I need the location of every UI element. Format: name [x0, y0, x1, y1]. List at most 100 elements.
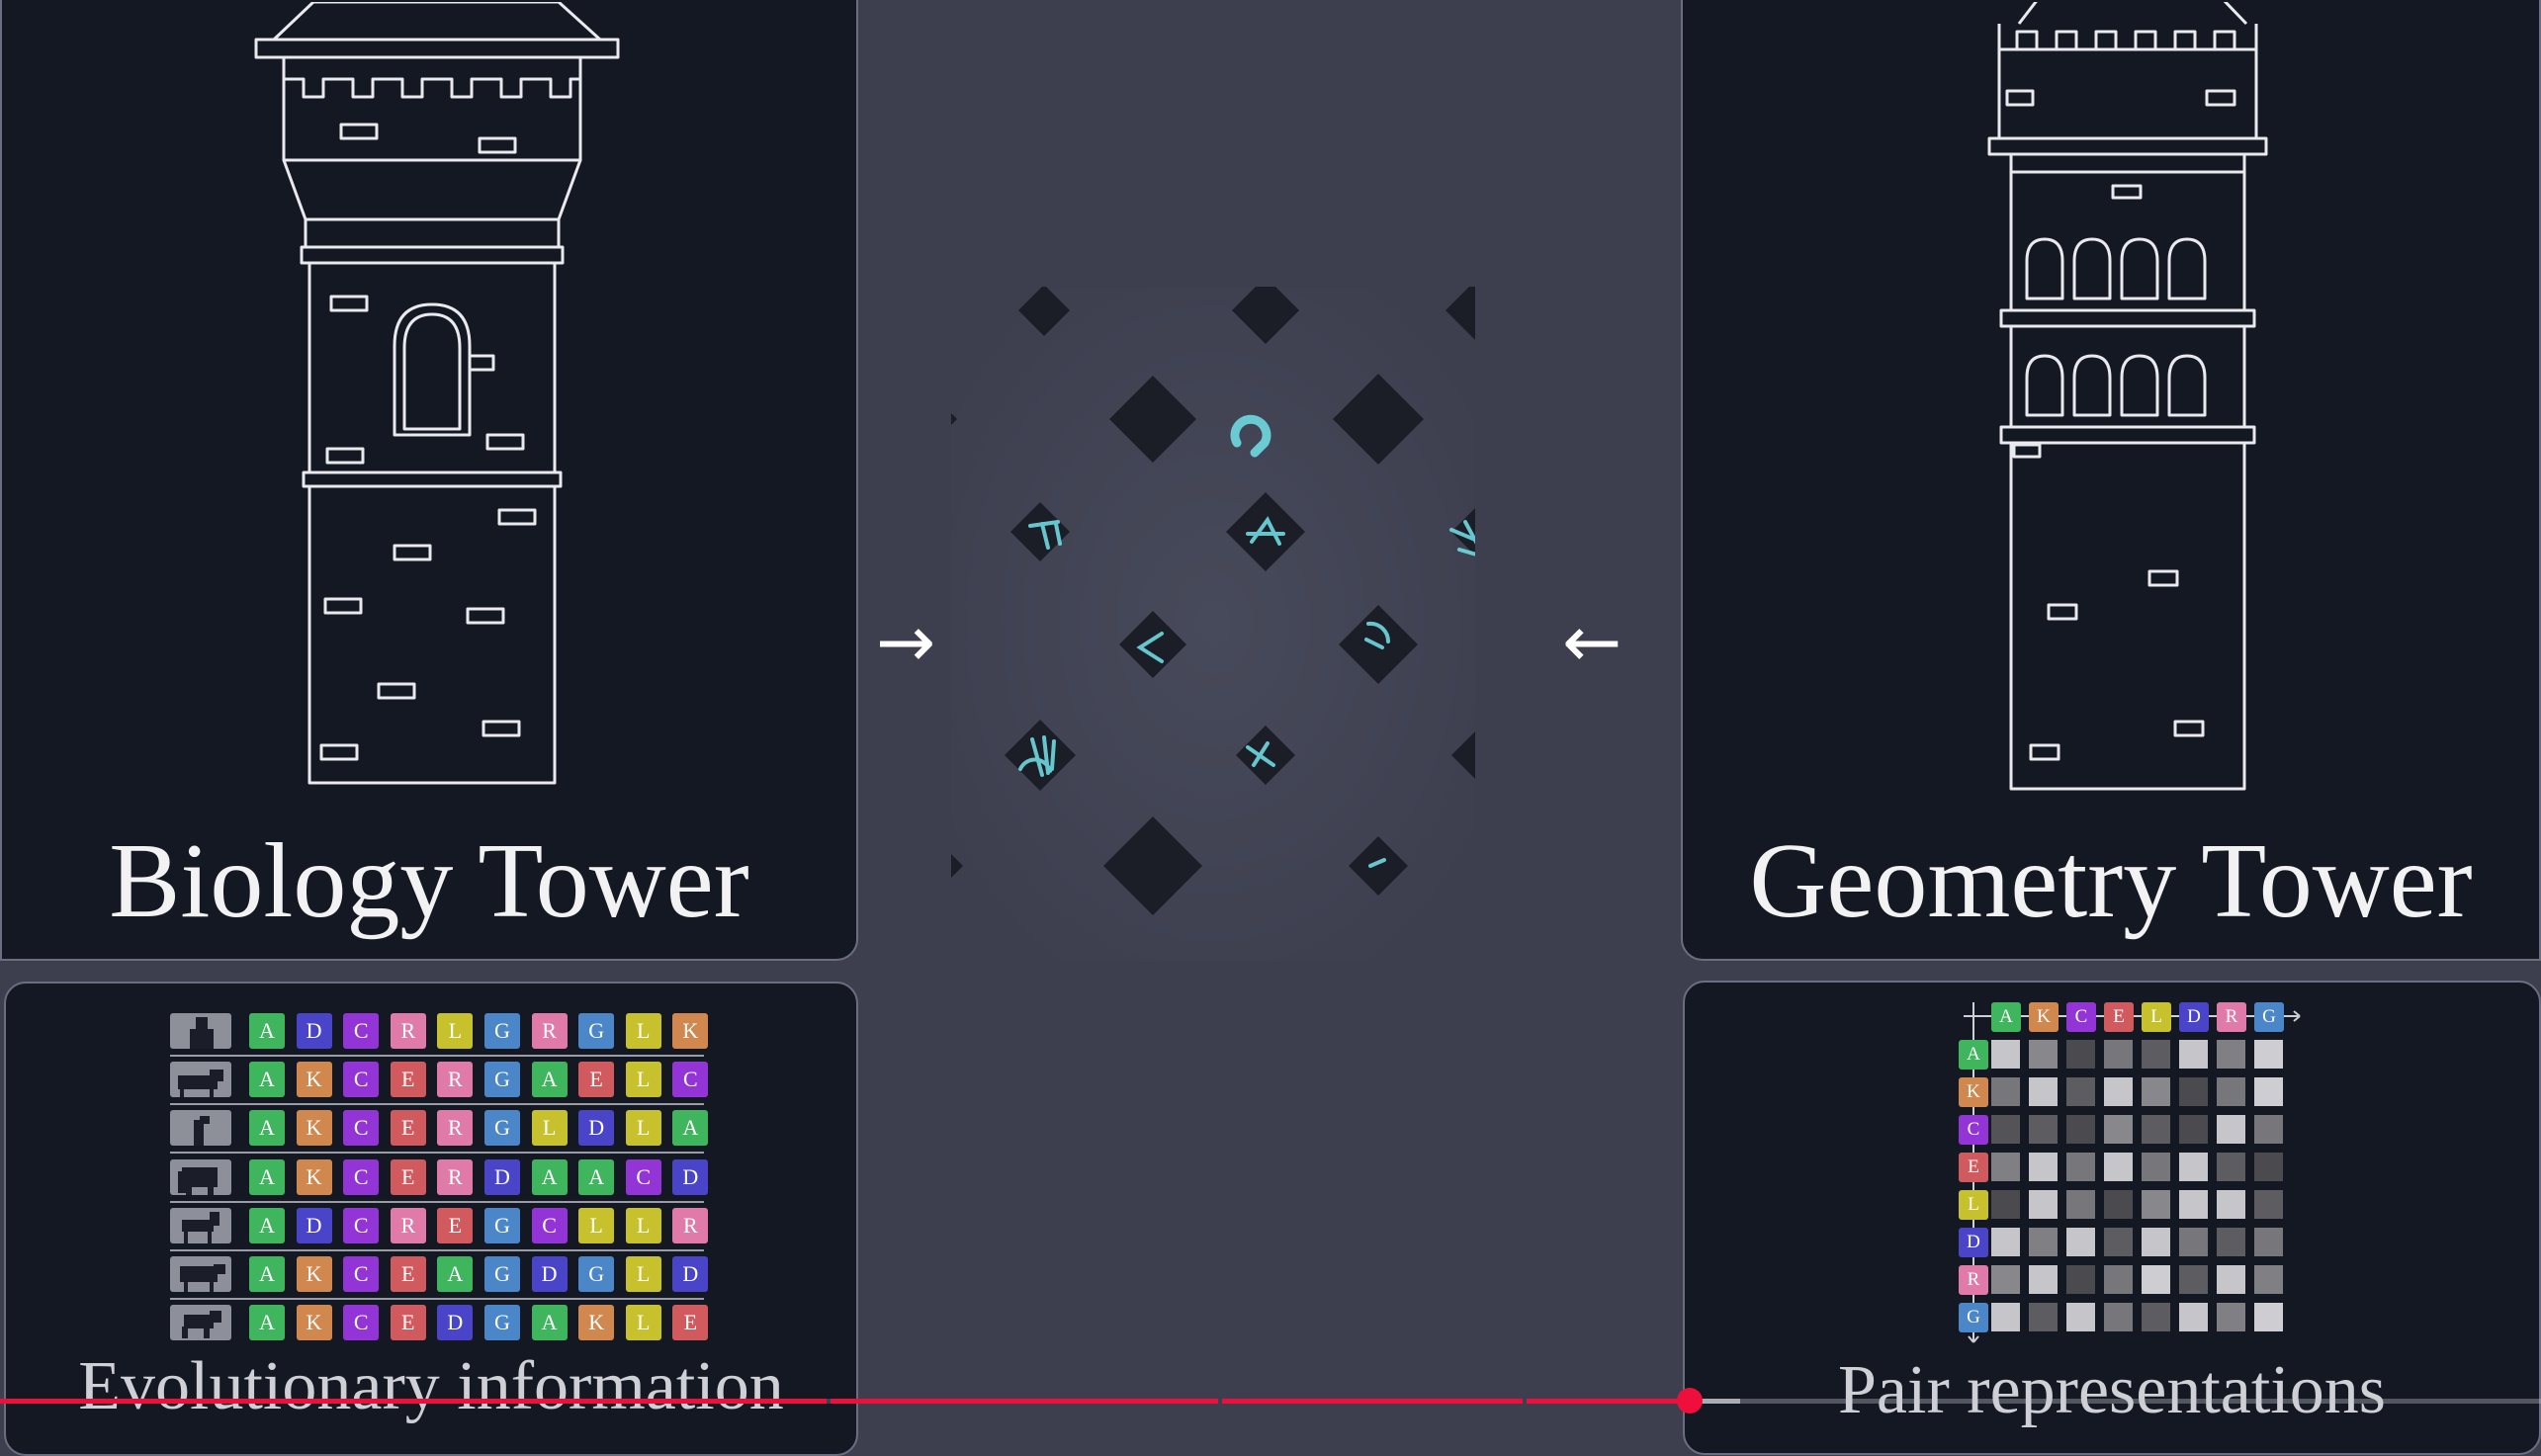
residue-tile: K — [296, 1256, 332, 1292]
residue-tile: K — [296, 1305, 332, 1341]
residue-tile: A — [249, 1062, 285, 1098]
human-icon — [170, 1013, 231, 1049]
pair-cell — [2142, 1153, 2170, 1181]
residue-tile: E — [672, 1305, 709, 1341]
pair-cell — [2029, 1153, 2058, 1181]
pair-cell — [2179, 1190, 2208, 1219]
pair-column-label: K — [2029, 1002, 2059, 1032]
pair-cell — [2179, 1077, 2208, 1106]
residue-tile: C — [343, 1158, 380, 1195]
pair-column-label: C — [2066, 1002, 2096, 1032]
lattice-glow-stroke — [1246, 516, 1285, 546]
residue-tile: C — [343, 1013, 380, 1049]
residue-tile: R — [531, 1013, 568, 1049]
pair-cell — [2104, 1153, 2133, 1181]
msa-row-divider — [170, 1200, 704, 1203]
pair-cell — [2066, 1153, 2095, 1181]
residue-tile: E — [390, 1256, 426, 1292]
pair-row-label: A — [1959, 1040, 1988, 1070]
dog-icon — [170, 1110, 231, 1147]
pair-cell — [2066, 1190, 2095, 1219]
pair-cell — [2029, 1040, 2058, 1069]
residue-tile: D — [531, 1256, 568, 1292]
pair-column-label: L — [2142, 1002, 2171, 1032]
residue-tile: C — [343, 1062, 380, 1098]
pair-cell — [2254, 1077, 2283, 1106]
pair-cell — [2066, 1040, 2095, 1069]
residue-tile: G — [578, 1256, 615, 1292]
lattice-glow-stroke — [1230, 414, 1271, 458]
residue-tile: D — [672, 1158, 709, 1195]
pair-cell — [2254, 1153, 2283, 1181]
residue-tile: E — [390, 1305, 426, 1341]
lattice-diamond — [1451, 508, 1475, 556]
pair-cell — [2066, 1077, 2095, 1106]
pair-cell — [2254, 1190, 2283, 1219]
lattice-diamond — [1574, 836, 1633, 896]
residue-tile: R — [390, 1013, 426, 1049]
residue-tile: L — [437, 1013, 474, 1049]
biology-tower-panel: Biology Tower — [0, 0, 858, 961]
pair-cell — [2217, 1115, 2245, 1144]
residue-tile: A — [249, 1207, 285, 1243]
pair-cell — [2142, 1077, 2170, 1106]
pair-cell — [2066, 1115, 2095, 1144]
msa-row-divider — [170, 1103, 704, 1106]
chapter-marker — [1218, 1399, 1222, 1404]
pair-cell — [2217, 1303, 2245, 1331]
lattice-glow-stroke — [1364, 621, 1391, 649]
residue-tile: R — [437, 1158, 474, 1195]
pair-column-label: D — [2179, 1002, 2209, 1032]
lattice-diamond — [1333, 374, 1424, 465]
msa-row-divider — [170, 1248, 704, 1251]
residue-tile: R — [672, 1207, 709, 1243]
pair-cell — [2254, 1115, 2283, 1144]
video-scrubber-handle[interactable] — [1677, 1388, 1704, 1413]
residue-tile: K — [578, 1305, 615, 1341]
residue-tile: R — [437, 1110, 474, 1147]
geometry-tower-title: Geometry Tower — [1749, 822, 2473, 940]
msa-row-divider — [170, 1055, 704, 1057]
pair-row-label: C — [1959, 1115, 1988, 1145]
pair-cell — [2104, 1265, 2133, 1294]
lattice-glow-stroke — [1018, 735, 1056, 777]
residue-tile: R — [437, 1062, 474, 1098]
pair-cell — [2254, 1303, 2283, 1331]
residue-tile: C — [625, 1158, 661, 1195]
lattice-diamond — [1109, 376, 1196, 463]
pair-cell — [2179, 1115, 2208, 1144]
lattice-glow-stroke — [1246, 741, 1275, 767]
arrow-right-icon: → — [876, 600, 935, 683]
residue-tile: C — [343, 1305, 380, 1341]
lattice-diamond — [951, 413, 957, 425]
protein-lattice-animation: →← — [876, 287, 1633, 961]
biology-tower-drawing — [254, 2, 620, 785]
geometry-tower-drawing — [1987, 2, 2268, 791]
msa-row-divider — [170, 1298, 704, 1300]
pair-cell — [1991, 1115, 2020, 1144]
geometry-tower-panel: Geometry Tower — [1681, 0, 2541, 961]
pair-cell — [2066, 1228, 2095, 1256]
pair-column-label: E — [2104, 1002, 2134, 1032]
pair-row-label: R — [1959, 1265, 1988, 1295]
pair-representations-caption: Pair representations — [1838, 1352, 2386, 1428]
residue-tile: G — [483, 1013, 520, 1049]
pair-row-label: K — [1959, 1077, 1988, 1107]
residue-tile: D — [578, 1110, 615, 1147]
residue-tile: G — [483, 1256, 520, 1292]
pair-cell — [2104, 1228, 2133, 1256]
lattice-diamond — [1236, 726, 1295, 785]
pair-cell — [1991, 1228, 2020, 1256]
residue-tile: K — [296, 1158, 332, 1195]
lattice-diamond — [1119, 611, 1186, 678]
lattice-diamond — [951, 854, 963, 878]
pair-cell — [2179, 1303, 2208, 1331]
residue-tile: L — [531, 1110, 568, 1147]
pair-column-label: A — [1991, 1002, 2021, 1032]
residue-tile: E — [390, 1158, 426, 1195]
cow-icon — [170, 1256, 231, 1292]
pair-cell — [2217, 1228, 2245, 1256]
video-played-bar — [0, 1399, 1691, 1404]
residue-tile: A — [249, 1158, 285, 1195]
